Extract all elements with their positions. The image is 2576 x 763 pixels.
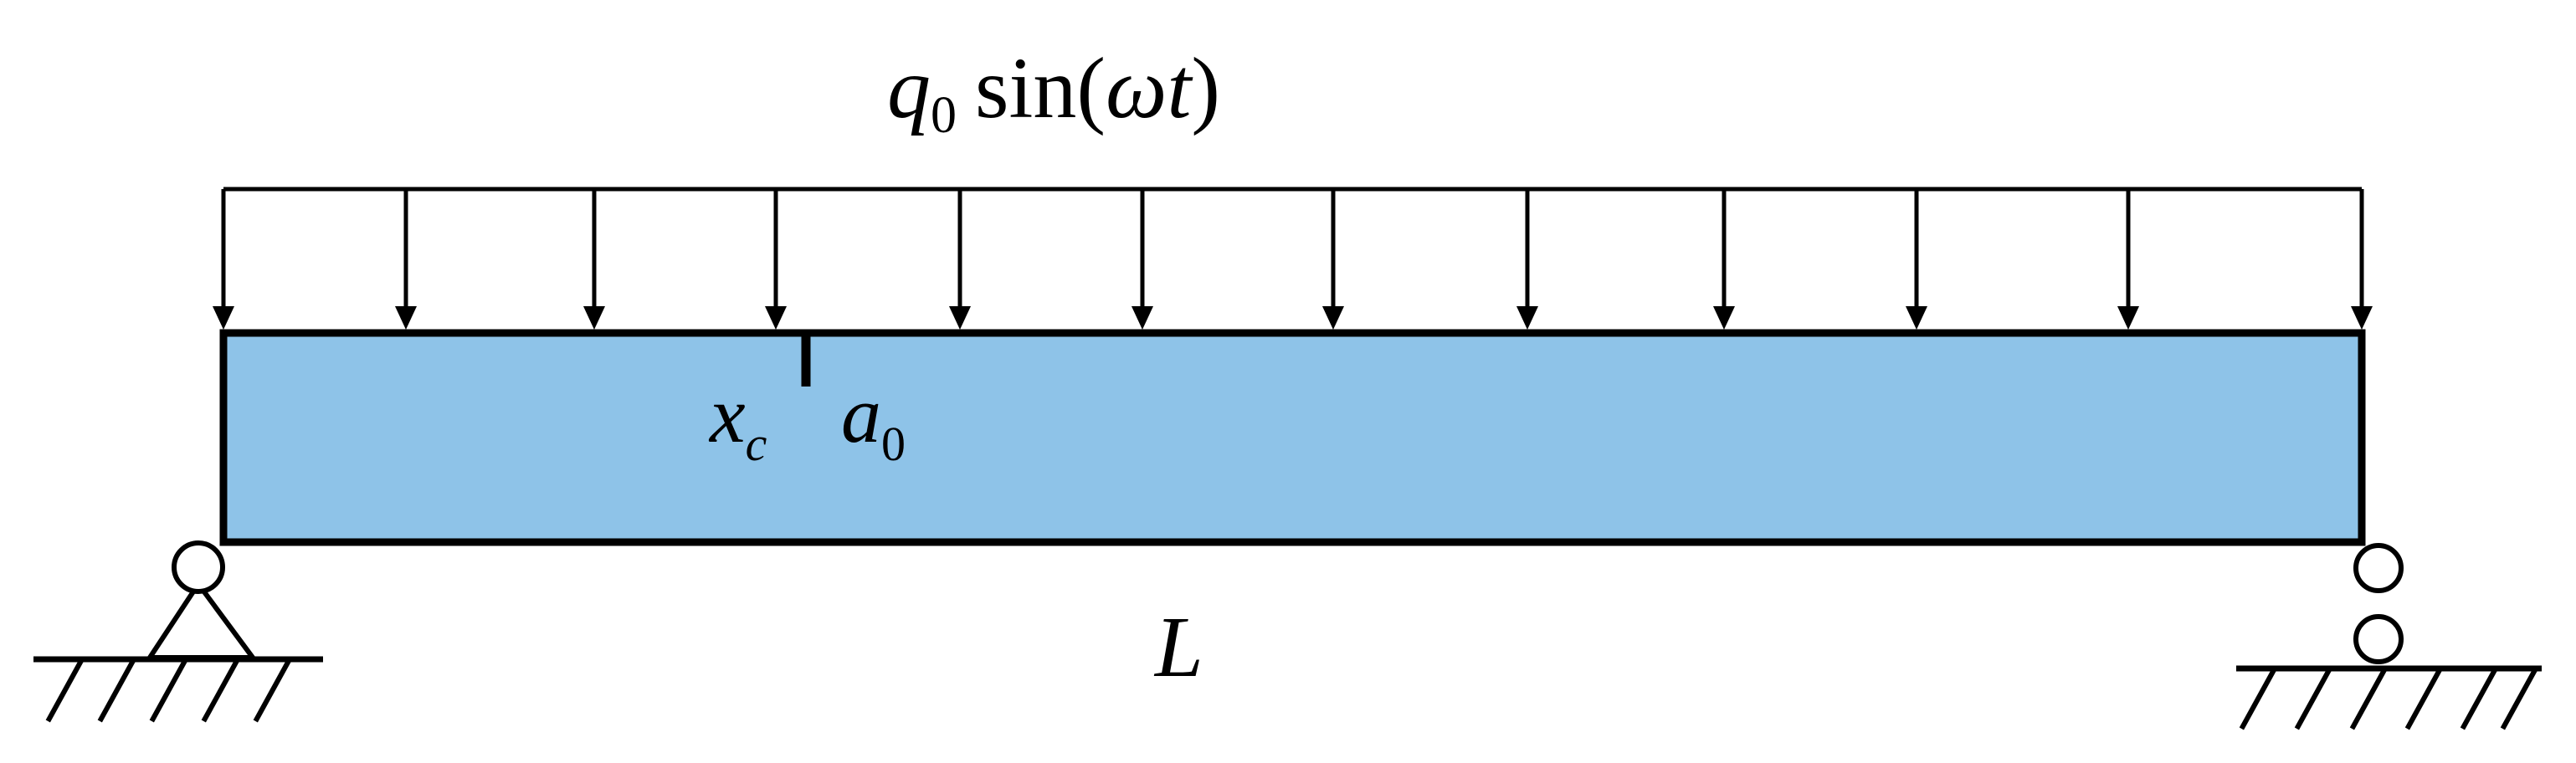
roller-support-right — [2236, 543, 2542, 730]
load-label: q0 sin(ωt) — [887, 40, 1220, 144]
hatch-line — [2500, 667, 2538, 730]
load-arrow — [765, 189, 787, 330]
hatch-line — [45, 658, 85, 723]
load-omega: ω — [1106, 40, 1167, 136]
hatch-line — [2294, 667, 2332, 730]
load-t: t — [1167, 40, 1193, 136]
load-arrow — [1131, 189, 1153, 330]
hatch-line — [149, 658, 188, 723]
crack-a-subscript: 0 — [881, 417, 906, 471]
crack-a-symbol: a — [841, 370, 881, 459]
ground-hatch-left — [45, 658, 292, 723]
load-arrow — [1713, 189, 1735, 330]
load-arrow — [395, 189, 417, 330]
hatch-line — [97, 658, 136, 723]
hatch-line — [2404, 667, 2443, 730]
crack-x-symbol: x — [708, 370, 746, 459]
hatch-line — [201, 658, 240, 723]
hatch-line — [2460, 667, 2498, 730]
crack-position-label: xc — [708, 370, 767, 471]
hatch-line — [2349, 667, 2388, 730]
hatch-line — [253, 658, 292, 723]
load-q-subscript: 0 — [931, 87, 957, 144]
crack-x-subscript: c — [746, 417, 767, 471]
load-arrow — [1322, 189, 1344, 330]
ground-hatch-right — [2239, 667, 2538, 730]
load-arrow — [213, 189, 234, 330]
pin-support-left — [33, 540, 323, 723]
load-arrows — [213, 189, 2373, 330]
roller-circle-upper — [2353, 543, 2404, 593]
pin-circle — [172, 540, 225, 594]
load-arrow — [949, 189, 971, 330]
load-close-paren: ) — [1191, 40, 1220, 136]
load-arrow — [1516, 189, 1538, 330]
load-arrow — [2117, 189, 2139, 330]
load-function: sin( — [975, 40, 1106, 136]
load-q-symbol: q — [887, 40, 931, 136]
load-arrow — [583, 189, 605, 330]
length-label: L — [1153, 599, 1203, 695]
roller-circle-lower — [2353, 614, 2404, 664]
load-arrow — [1906, 189, 1927, 330]
crack-depth-label: a0 — [841, 370, 906, 471]
load-arrow — [2351, 189, 2373, 330]
hatch-line — [2239, 667, 2277, 730]
beam — [219, 329, 2366, 546]
